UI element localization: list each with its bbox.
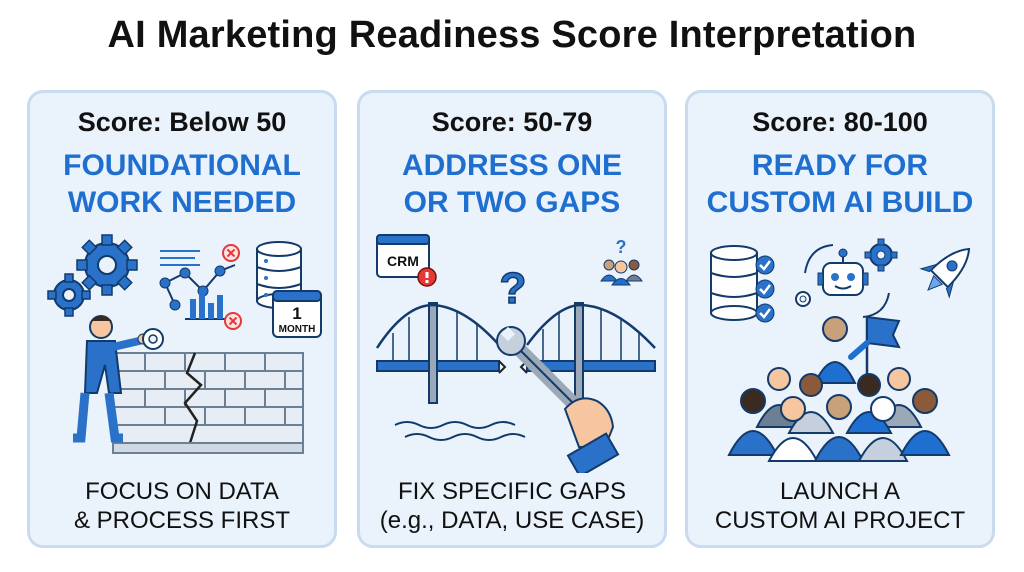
brick-wall-icon	[112, 352, 304, 454]
question-mark-icon: ?	[500, 264, 527, 313]
check-circle-icon	[755, 255, 775, 323]
gear-icon	[47, 273, 91, 317]
cycle-arrow-icon	[862, 292, 890, 318]
robot-icon	[817, 248, 869, 296]
document-lines-icon	[160, 250, 200, 266]
footer-line: CUSTOM AI PROJECT	[714, 507, 966, 534]
leader-figure-icon	[813, 315, 901, 384]
hand-icon	[563, 397, 620, 473]
error-x-icon	[222, 244, 240, 262]
tool-gear-icon	[142, 328, 164, 350]
footer-line: LAUNCH A	[779, 478, 901, 505]
calendar-day: 1	[292, 304, 301, 323]
heading-line: WORK NEEDED	[67, 186, 297, 219]
people-group-icon: ?	[600, 237, 643, 286]
score-range: Score: Below 50	[77, 107, 287, 137]
panel-80-100: Score: 80-100 READY FOR CUSTOM AI BUILD	[685, 90, 995, 548]
error-x-icon	[224, 312, 242, 330]
water-waves-icon	[394, 421, 526, 441]
panel-heading: FOUNDATIONAL WORK NEEDED	[30, 147, 334, 221]
crowd-icon	[727, 367, 951, 462]
score-range: Score: 50-79	[431, 107, 593, 137]
calendar-unit: MONTH	[279, 324, 316, 335]
crm-window-icon: CRM	[376, 234, 430, 278]
page-title: AI Marketing Readiness Score Interpretat…	[107, 14, 917, 56]
panel-below-50: Score: Below 50 FOUNDATIONAL WORK NEEDED	[27, 90, 337, 548]
small-gear-icon	[795, 291, 811, 307]
footer-line: FIX SPECIFIC GAPS	[397, 478, 627, 505]
footer-line: (e.g., DATA, USE CASE)	[379, 507, 645, 534]
gear-icon	[864, 238, 898, 272]
footer-line: FOCUS ON DATA	[85, 478, 279, 505]
foundational-work-illustration: 1 MONTH	[47, 234, 322, 454]
panel-footer: FIX SPECIFIC GAPS (e.g., DATA, USE CASE)	[360, 477, 664, 535]
panel-heading: ADDRESS ONE OR TWO GAPS	[360, 147, 664, 221]
panel-footer: LAUNCH A CUSTOM AI PROJECT	[688, 477, 992, 535]
people-question-mark: ?	[616, 237, 627, 257]
calendar-icon: 1 MONTH	[272, 290, 322, 338]
rocket-icon	[919, 247, 971, 299]
broken-bridge-icon	[375, 302, 656, 404]
heading-line: FOUNDATIONAL	[63, 149, 301, 182]
alert-icon	[417, 267, 437, 287]
bridge-gap-illustration: CRM ? ?	[375, 234, 656, 473]
bar-chart-icon	[185, 291, 230, 320]
heading-line: ADDRESS ONE	[401, 149, 623, 182]
network-icon	[159, 264, 236, 311]
footer-line: & PROCESS FIRST	[73, 507, 291, 534]
gear-icon	[76, 234, 138, 296]
cycle-arrow-icon	[804, 244, 834, 274]
database-icon	[710, 245, 758, 321]
custom-ai-launch-illustration	[710, 238, 971, 462]
panel-footer: FOCUS ON DATA & PROCESS FIRST	[30, 477, 334, 535]
crm-label: CRM	[387, 253, 419, 269]
score-range: Score: 80-100	[752, 107, 928, 137]
heading-line: READY FOR	[751, 149, 929, 182]
panel-heading: READY FOR CUSTOM AI BUILD	[688, 147, 992, 221]
heading-line: OR TWO GAPS	[403, 186, 621, 219]
panel-50-79: Score: 50-79 ADDRESS ONE OR TWO GAPS CRM…	[357, 90, 667, 548]
heading-line: CUSTOM AI BUILD	[706, 186, 974, 219]
worker-figure-icon	[73, 315, 149, 443]
